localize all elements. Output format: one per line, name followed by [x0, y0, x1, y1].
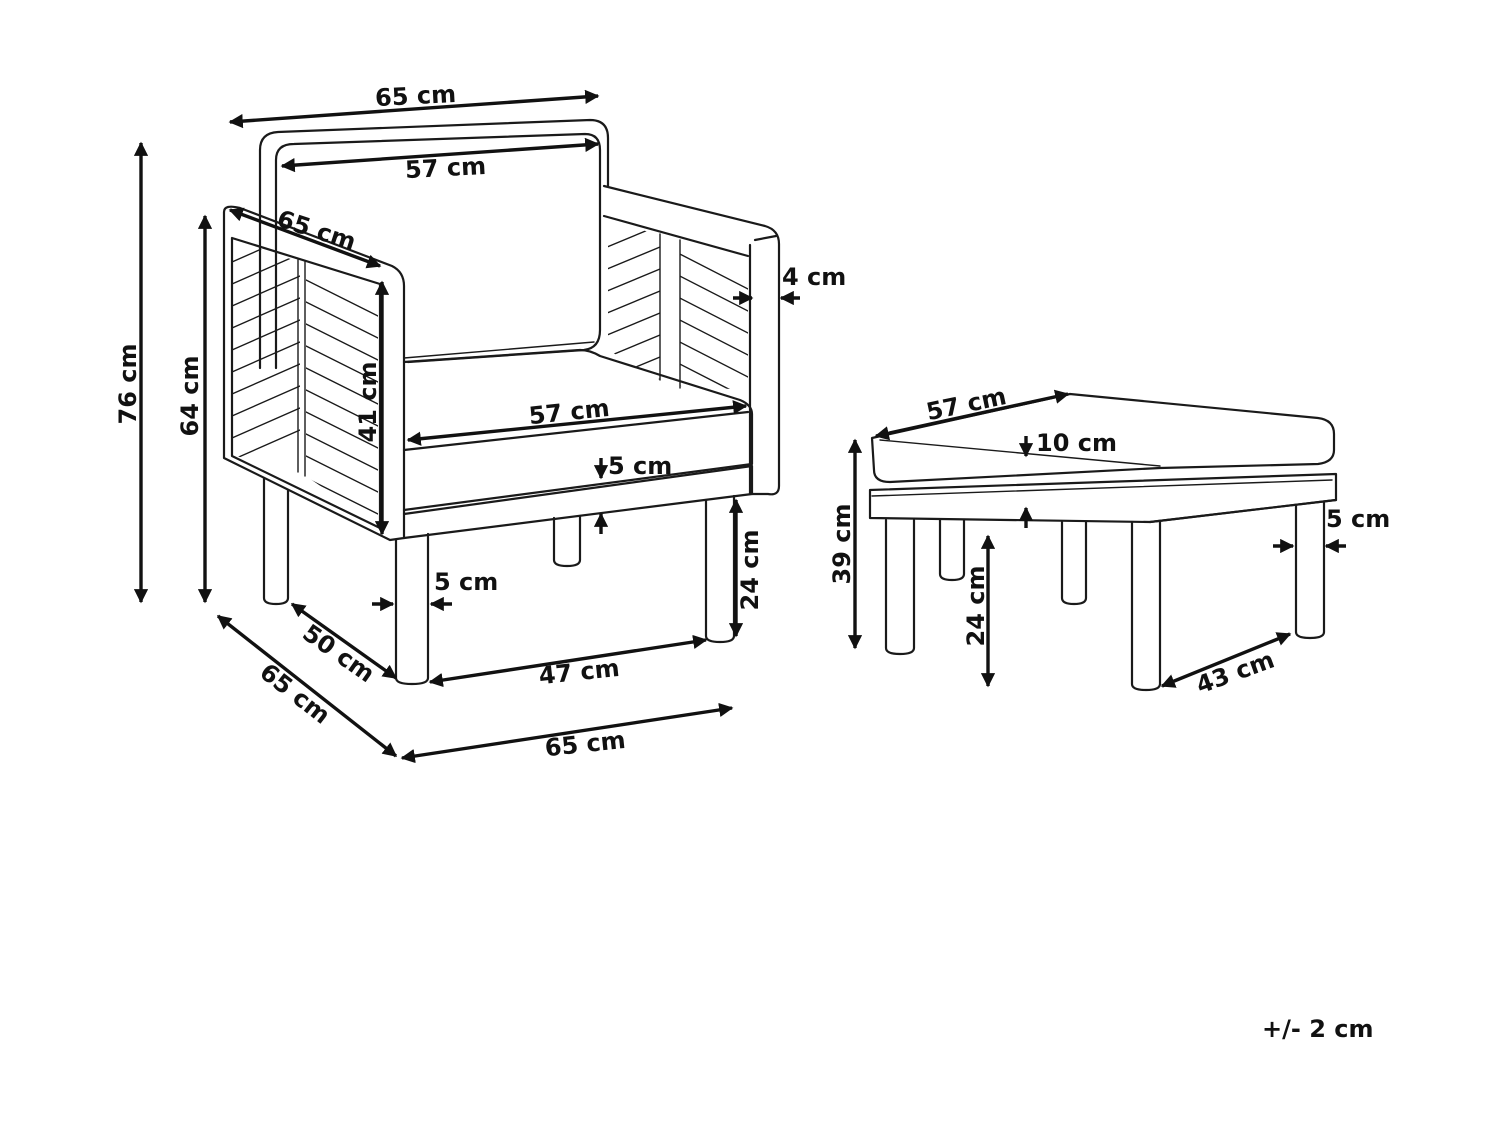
label-ottoman-leg-height: 24 cm — [962, 566, 990, 647]
arrow-ottoman-top-width — [874, 389, 1070, 441]
label-chair-seat-cushion: 5 cm — [608, 452, 672, 480]
label-chair-leg-height: 24 cm — [736, 530, 764, 611]
label-chair-arm-thickness: 4 cm — [782, 263, 846, 291]
label-chair-base-width: 65 cm — [543, 726, 626, 762]
arrow-chair-seat-width — [406, 400, 748, 446]
dimension-labels: 65 cm 57 cm 65 cm 4 cm 76 cm 64 cm 41 cm… — [114, 80, 1390, 1043]
chair-seat-cushion — [402, 348, 754, 512]
label-chair-arm-height: 64 cm — [176, 356, 204, 437]
arrow-chair-arm-depth — [228, 207, 382, 269]
chair-leg-front-right — [704, 494, 736, 644]
label-chair-arm-depth: 65 cm — [274, 205, 360, 257]
chair-seat-frame — [402, 464, 754, 540]
label-chair-inner-depth: 50 cm — [297, 619, 379, 688]
label-chair-seat-width: 57 cm — [527, 394, 610, 430]
arrow-chair-backrest-width — [280, 137, 600, 173]
label-chair-total-height: 76 cm — [114, 344, 142, 425]
label-chair-backrest-width: 57 cm — [404, 152, 486, 184]
label-ottoman-leg-width: 5 cm — [1326, 505, 1390, 533]
ottoman-leg-back-left — [938, 518, 966, 582]
label-ottoman-inner-width: 43 cm — [1192, 645, 1278, 699]
label-ottoman-top-width: 57 cm — [924, 382, 1009, 426]
chair-leg-front-left — [394, 532, 430, 686]
ottoman-cushion — [870, 392, 1336, 484]
chair-leg-back-left — [262, 476, 290, 606]
chair-left-arm — [222, 205, 406, 542]
arrow-ottoman-inner-width — [1160, 632, 1292, 688]
arrow-chair-width-top — [228, 89, 600, 129]
label-chair-seat-to-arm: 41 cm — [354, 362, 382, 443]
arrow-chair-base-width — [400, 702, 734, 764]
label-ottoman-cushion: 10 cm — [1036, 429, 1117, 457]
ottoman-leg-back-mid — [1060, 520, 1088, 606]
label-chair-inner-width: 47 cm — [537, 654, 620, 690]
label-chair-leg-width: 5 cm — [434, 568, 498, 596]
dimension-arrows — [133, 89, 1346, 764]
ottoman-drawing — [868, 392, 1338, 692]
armchair-drawing — [222, 118, 781, 686]
label-ottoman-total-height: 39 cm — [828, 504, 856, 585]
label-chair-base-depth: 65 cm — [254, 658, 335, 730]
label-tolerance: +/- 2 cm — [1262, 1015, 1373, 1043]
ottoman-frame — [868, 472, 1338, 524]
ottoman-leg-front-right — [1130, 520, 1162, 692]
ottoman-leg-back-right — [1294, 500, 1326, 640]
chair-right-arm — [602, 184, 781, 496]
ottoman-leg-front-left — [884, 518, 916, 656]
arrow-chair-base-depth — [216, 614, 398, 758]
label-chair-width-top: 65 cm — [374, 80, 456, 112]
chair-leg-back-right — [552, 514, 582, 568]
arrow-chair-inner-width — [428, 634, 708, 688]
